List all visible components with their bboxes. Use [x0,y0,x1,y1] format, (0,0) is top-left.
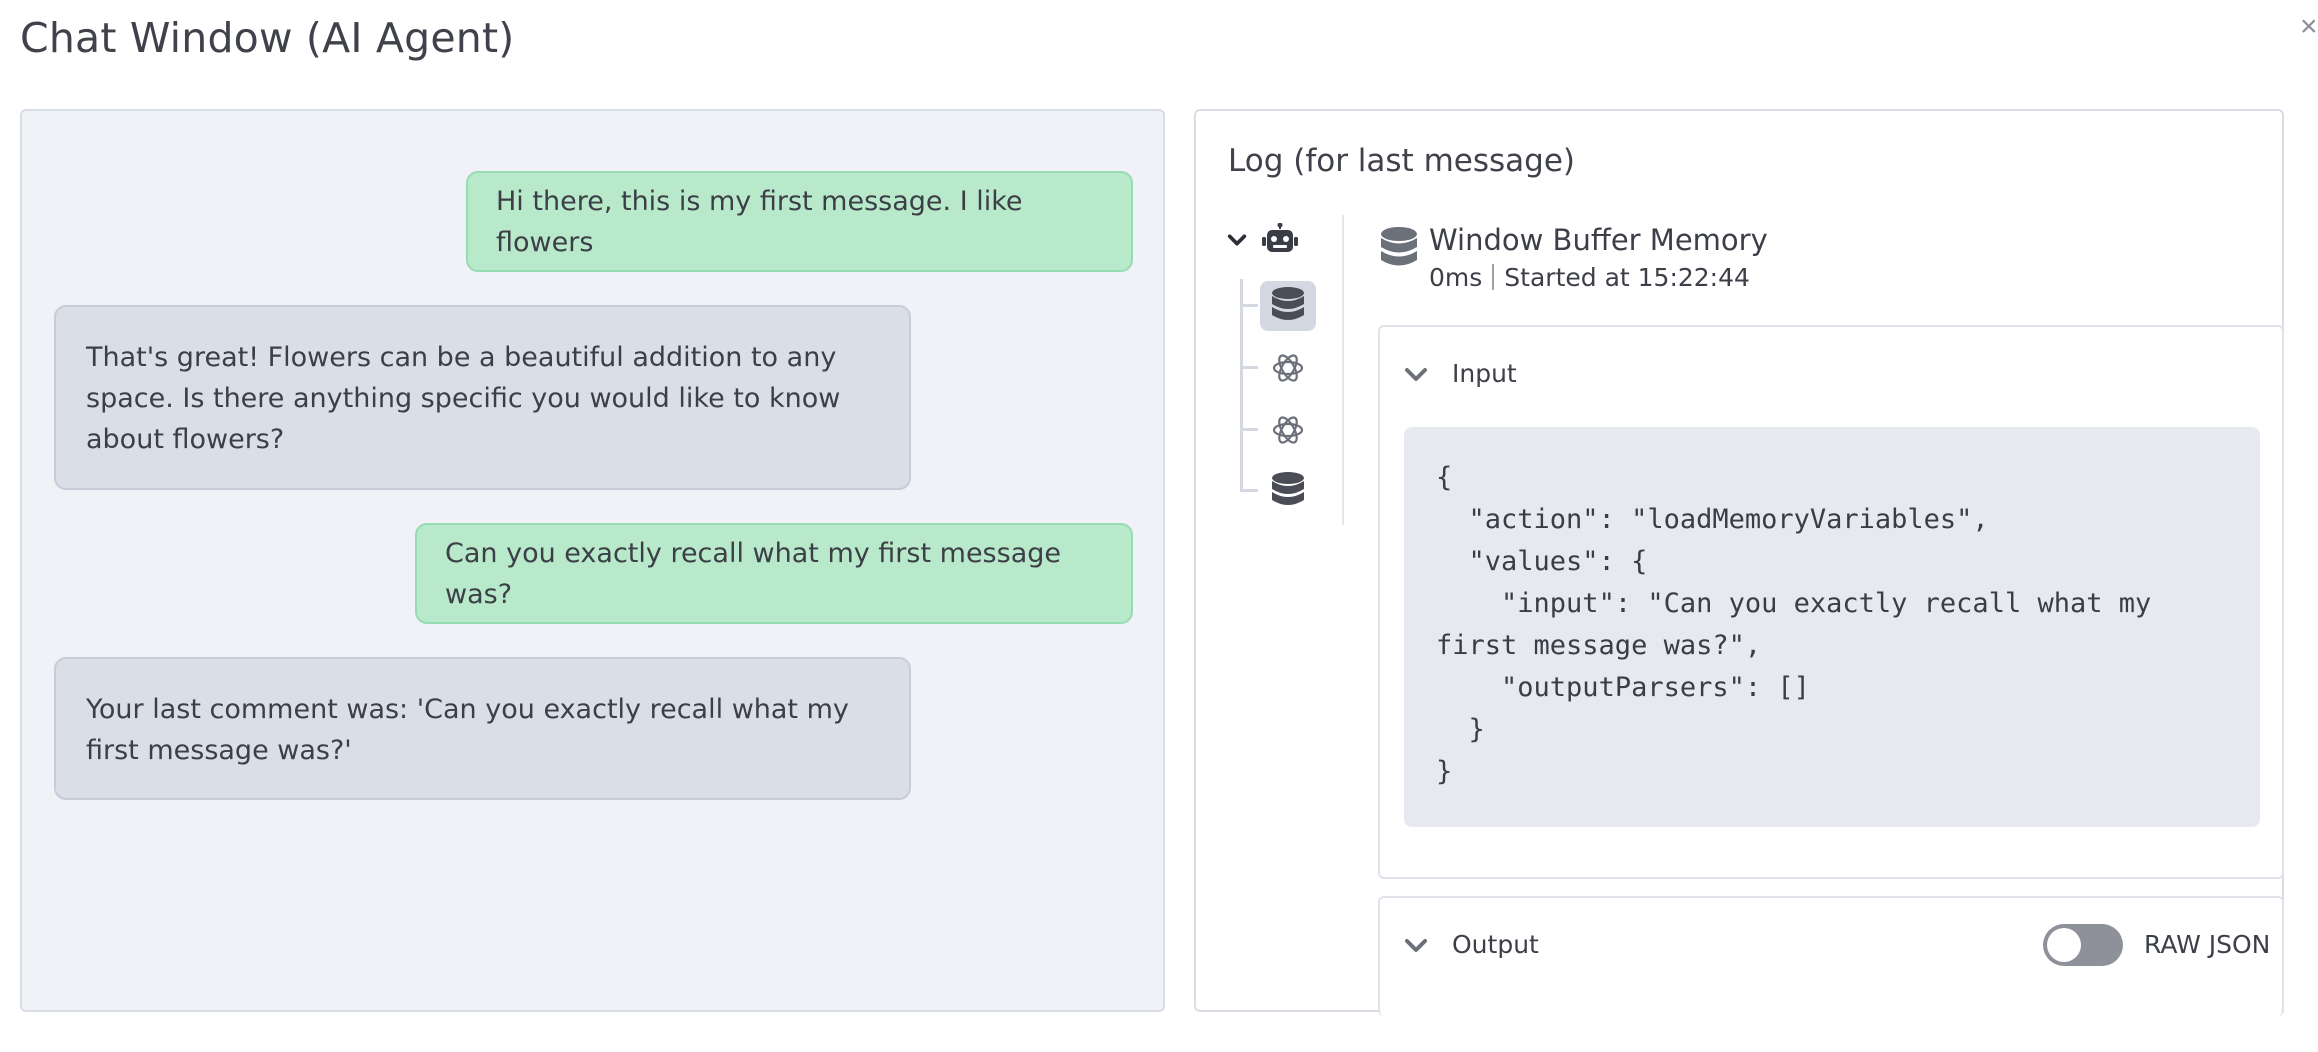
robot-icon[interactable] [1262,223,1298,255]
close-icon[interactable]: × [2300,10,2318,43]
meta-separator [1492,264,1495,290]
input-json-text: { "action": "loadMemoryVariables", "valu… [1436,462,2152,787]
chat-message-bot: That's great! Flowers can be a beautiful… [54,305,911,490]
database-icon [1272,472,1304,505]
tree-connector [1240,489,1258,492]
tree-connector [1240,279,1243,491]
openai-icon [1272,416,1304,444]
input-section: Input { "action": "loadMemoryVariables",… [1378,325,2284,879]
node-name: Window Buffer Memory [1429,223,1768,257]
log-title: Log (for last message) [1228,143,1575,179]
tree-node-openai[interactable] [1260,405,1316,455]
tree-collapse-chevron-icon[interactable] [1226,229,1248,251]
message-text: Your last comment was: 'Can you exactly … [86,694,849,766]
tree-connector [1240,304,1258,307]
tree-node-memory[interactable] [1260,466,1316,516]
message-text: Hi there, this is my first message. I li… [496,185,1023,258]
tree-connector [1240,366,1258,369]
chat-message-user: Hi there, this is my first message. I li… [466,171,1133,272]
database-icon [1272,287,1304,320]
database-icon [1381,227,1417,266]
tree-divider [1342,215,1344,525]
output-section-label: Output [1452,930,1539,959]
message-text: That's great! Flowers can be a beautiful… [86,342,841,455]
chevron-down-icon[interactable] [1404,362,1428,386]
chat-message-user: Can you exactly recall what my first mes… [415,523,1133,624]
input-section-header[interactable]: Input [1404,359,1517,388]
openai-icon [1272,354,1304,382]
log-panel: Log (for last message) [1194,109,2284,1016]
chevron-down-icon[interactable] [1404,933,1428,957]
node-meta: 0ms Started at 15:22:44 [1429,263,1750,292]
tree-node-openai[interactable] [1260,343,1316,393]
page-title: Chat Window (AI Agent) [20,14,515,62]
raw-json-toggle[interactable] [2043,924,2123,966]
output-section-header[interactable]: Output [1404,930,1539,959]
input-json-block: { "action": "loadMemoryVariables", "valu… [1404,427,2260,827]
raw-json-toggle-label: RAW JSON [2144,930,2271,959]
output-section: Output RAW JSON [1378,896,2284,1016]
chat-panel: Hi there, this is my first message. I li… [20,109,1165,1012]
chat-message-bot: Your last comment was: 'Can you exactly … [54,657,911,800]
tree-connector [1240,428,1258,431]
toggle-knob [2047,928,2081,962]
tree-node-memory-selected[interactable] [1260,281,1316,331]
message-text: Can you exactly recall what my first mes… [445,537,1061,610]
node-duration: 0ms [1429,263,1483,292]
input-section-label: Input [1452,359,1517,388]
node-start-time: Started at 15:22:44 [1504,263,1750,292]
